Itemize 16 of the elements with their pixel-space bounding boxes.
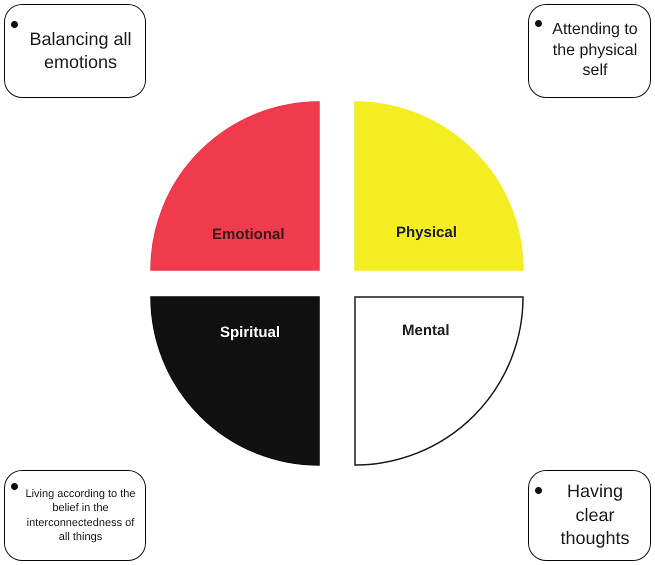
quadrant-sector [354, 296, 524, 466]
text-box [528, 4, 651, 98]
bullet-text: Having clear thoughts [559, 480, 631, 550]
sector-label: Mental [402, 322, 450, 339]
text-box [4, 4, 146, 98]
quadrant-sector [354, 101, 524, 271]
quadrant-sector [150, 296, 320, 466]
bullet-text: Living according to the belief in the interconnectedness of all things [24, 486, 137, 544]
sector-label: Emotional [212, 226, 285, 243]
bullet-text: Balancing all emotions [28, 28, 133, 74]
quadrant-sector [150, 101, 320, 271]
bullet-text: Attending to the physical self [551, 20, 639, 82]
sector-label: Physical [396, 224, 457, 241]
text-box [528, 470, 651, 561]
sector-label: Spiritual [220, 324, 280, 341]
text-box [4, 470, 146, 561]
